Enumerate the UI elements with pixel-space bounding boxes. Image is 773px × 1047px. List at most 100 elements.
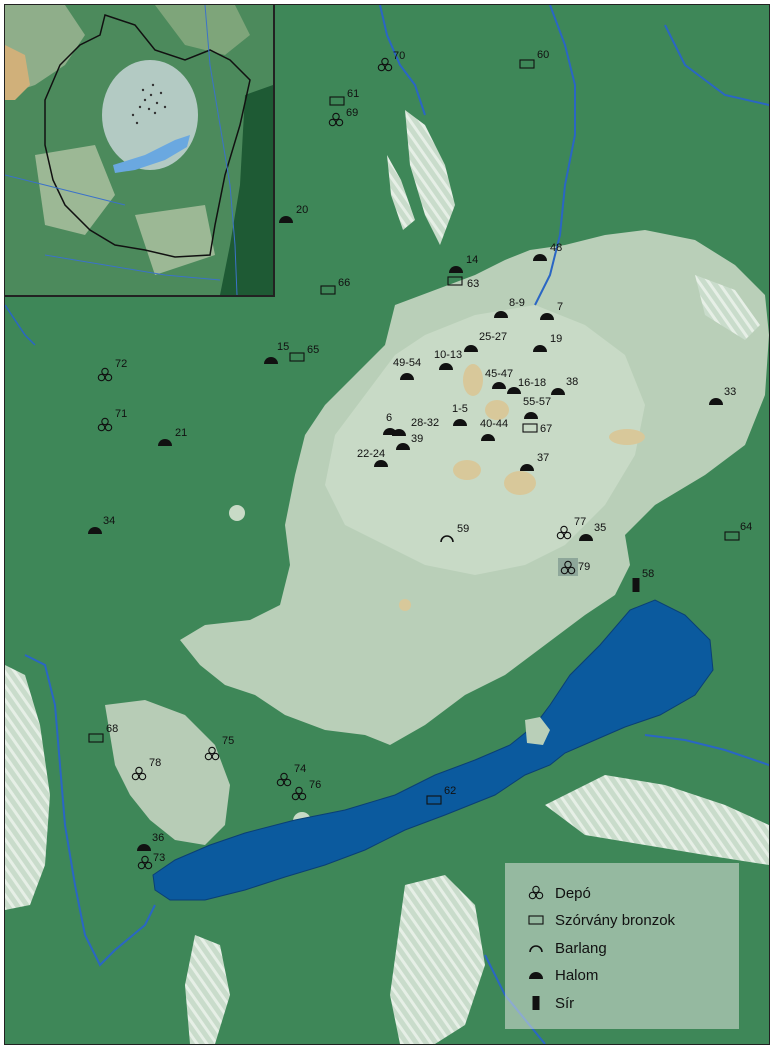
inset-site-dots bbox=[131, 83, 167, 125]
site-label: 22-24 bbox=[357, 448, 385, 460]
sir-legend-icon bbox=[525, 993, 547, 1013]
depo-icon bbox=[97, 367, 113, 382]
site-label: 65 bbox=[307, 344, 319, 356]
site-label: 49-54 bbox=[393, 357, 421, 369]
south-hills bbox=[545, 775, 769, 865]
site-label: 34 bbox=[103, 515, 115, 527]
legend-item-halom: Halom bbox=[525, 965, 598, 985]
river bbox=[644, 734, 769, 766]
site-label: 61 bbox=[347, 88, 359, 100]
site-label: 58 bbox=[642, 568, 654, 580]
halom-icon bbox=[449, 266, 463, 273]
halom-icon bbox=[529, 972, 543, 979]
barlang-legend-icon bbox=[525, 938, 547, 958]
szorvany-icon bbox=[522, 423, 538, 433]
hill bbox=[229, 505, 245, 521]
site-label: 59 bbox=[457, 523, 469, 535]
site-label: 64 bbox=[740, 521, 752, 533]
szorvany-icon bbox=[447, 276, 463, 286]
halom-icon bbox=[158, 439, 172, 446]
peak bbox=[453, 460, 481, 480]
site-label: 71 bbox=[115, 408, 127, 420]
halom-icon bbox=[453, 419, 467, 426]
legend-item-depo: Depó bbox=[525, 883, 591, 903]
halom-icon bbox=[400, 373, 414, 380]
site-label: 40-44 bbox=[480, 418, 508, 430]
site-label: 38 bbox=[566, 376, 578, 388]
halom-icon bbox=[396, 443, 410, 450]
tihany-peninsula bbox=[525, 717, 550, 745]
halom-icon bbox=[520, 464, 534, 471]
inset-map[interactable] bbox=[5, 5, 275, 297]
site-label: 25-27 bbox=[479, 331, 507, 343]
legend-label: Depó bbox=[555, 884, 591, 902]
site-label: 20 bbox=[296, 204, 308, 216]
site-label: 36 bbox=[152, 832, 164, 844]
site-label: 77 bbox=[574, 516, 586, 528]
depo-icon bbox=[131, 766, 147, 781]
halom-icon bbox=[392, 429, 406, 436]
river bbox=[5, 304, 36, 346]
lake-balaton bbox=[152, 599, 714, 901]
site-label: 37 bbox=[537, 452, 549, 464]
site-label: 78 bbox=[149, 757, 161, 769]
halom-icon bbox=[709, 398, 723, 405]
szorvany-icon bbox=[329, 96, 345, 106]
site-label: 6 bbox=[386, 412, 392, 424]
site-label: 45-47 bbox=[485, 368, 513, 380]
halom-icon bbox=[374, 460, 388, 467]
inset-dark-region bbox=[220, 85, 273, 295]
site-label: 73 bbox=[153, 852, 165, 864]
sir-icon bbox=[632, 578, 640, 592]
depo-legend-icon bbox=[525, 883, 547, 903]
halom-icon bbox=[507, 387, 521, 394]
szorvany-icon bbox=[289, 352, 305, 362]
country-border bbox=[44, 14, 251, 258]
legend-label: Barlang bbox=[555, 939, 607, 957]
south-hills bbox=[390, 875, 485, 1044]
site-label: 33 bbox=[724, 386, 736, 398]
barlang-icon bbox=[440, 535, 454, 543]
legend-label: Sír bbox=[555, 994, 575, 1012]
szorvany-icon bbox=[528, 915, 544, 925]
halom-icon bbox=[464, 345, 478, 352]
halom-icon bbox=[279, 216, 293, 223]
site-label: 69 bbox=[346, 107, 358, 119]
halom-icon bbox=[492, 382, 506, 389]
depo-icon bbox=[328, 112, 344, 127]
peak bbox=[504, 471, 536, 495]
peak bbox=[485, 400, 509, 420]
halom-icon bbox=[88, 527, 102, 534]
legend-label: Halom bbox=[555, 966, 599, 984]
szorvany-icon bbox=[724, 531, 740, 541]
halom-icon bbox=[533, 345, 547, 352]
site-label: 1-5 bbox=[452, 403, 468, 415]
depo-icon bbox=[291, 786, 307, 801]
site-label: 21 bbox=[175, 427, 187, 439]
site-label: 76 bbox=[309, 779, 321, 791]
depo-icon bbox=[560, 560, 576, 575]
szorvany-icon bbox=[519, 59, 535, 69]
south-hills bbox=[185, 935, 230, 1044]
peak bbox=[609, 429, 645, 445]
ridge bbox=[695, 275, 760, 340]
depo-icon bbox=[204, 746, 220, 761]
site-label: 28-32 bbox=[411, 417, 439, 429]
halom-icon bbox=[494, 311, 508, 318]
river bbox=[664, 24, 769, 106]
site-label: 10-13 bbox=[434, 349, 462, 361]
site-label: 55-57 bbox=[523, 396, 551, 408]
legend-item-szorvany: Szórvány bronzok bbox=[525, 910, 675, 930]
inset-river bbox=[44, 254, 221, 281]
west-hills bbox=[5, 665, 50, 910]
inset-canvas bbox=[5, 5, 273, 295]
halom-icon bbox=[481, 434, 495, 441]
site-label: 15 bbox=[277, 341, 289, 353]
site-label: 74 bbox=[294, 763, 306, 775]
depo-icon bbox=[556, 525, 572, 540]
halom-icon bbox=[533, 254, 547, 261]
river bbox=[24, 654, 156, 967]
depo-icon bbox=[377, 57, 393, 72]
